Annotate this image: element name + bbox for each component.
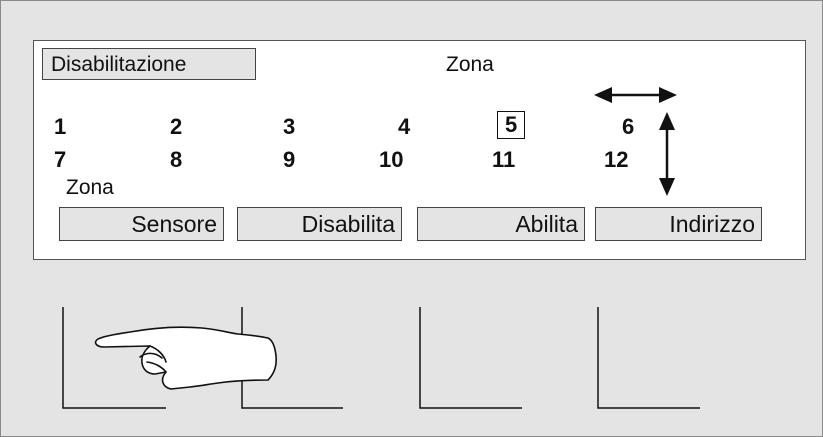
zone-title: Zona — [446, 53, 494, 76]
zone-7[interactable]: 7 — [54, 147, 67, 172]
zone-2[interactable]: 2 — [170, 114, 183, 139]
zone-1[interactable]: 1 — [54, 114, 67, 139]
left-right-arrow-icon — [594, 87, 677, 103]
zone-8[interactable]: 8 — [170, 147, 183, 172]
key-4-outline — [597, 307, 700, 409]
zone-3[interactable]: 3 — [283, 114, 296, 139]
zone-5-selected[interactable]: 5 — [497, 111, 526, 139]
key-1-outline — [62, 307, 166, 409]
key-3-outline — [419, 307, 522, 409]
menu-title: Disabilitazione — [42, 48, 256, 80]
zone-11[interactable]: 11 — [492, 147, 516, 172]
lcd-panel: Disabilitazione Zona 1 2 3 4 5 6 7 8 9 1… — [33, 40, 806, 260]
zone-label: Zona — [66, 176, 114, 199]
zone-9[interactable]: 9 — [283, 147, 296, 172]
indirizzo-softkey[interactable]: Indirizzo — [595, 207, 762, 241]
abilita-softkey[interactable]: Abilita — [417, 207, 585, 241]
zone-10[interactable]: 10 — [379, 147, 404, 172]
up-down-arrow-icon — [659, 112, 675, 196]
zone-6[interactable]: 6 — [622, 114, 635, 139]
zone-12[interactable]: 12 — [604, 147, 629, 172]
sensore-softkey[interactable]: Sensore — [59, 207, 224, 241]
pointing-hand-icon — [94, 326, 277, 390]
disabilita-softkey[interactable]: Disabilita — [237, 207, 402, 241]
zone-4[interactable]: 4 — [398, 114, 411, 139]
